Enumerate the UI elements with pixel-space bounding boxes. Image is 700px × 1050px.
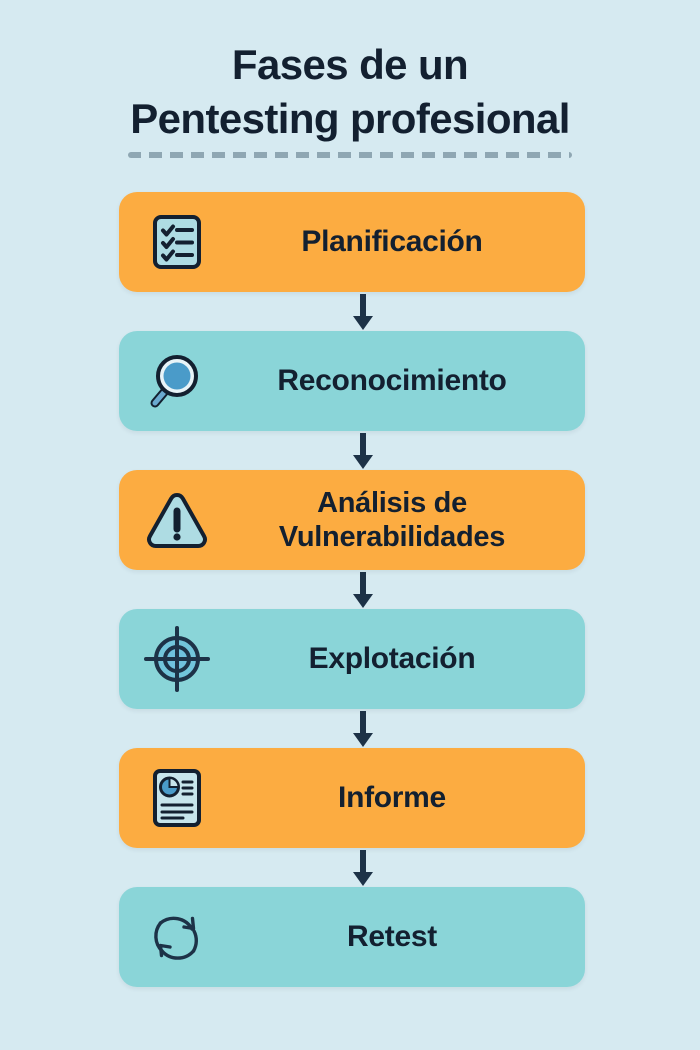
warning-triangle-icon bbox=[119, 470, 225, 570]
arrow-step4-to-step5 bbox=[352, 709, 374, 749]
step-label-planificacion: Planificación bbox=[301, 225, 483, 258]
checklist-clipboard-icon bbox=[119, 192, 225, 292]
refresh-cycle-icon bbox=[119, 887, 225, 987]
arrow-step1-to-step2 bbox=[352, 292, 374, 332]
step-card-reconocimiento[interactable]: Reconocimiento bbox=[119, 331, 585, 431]
crosshair-target-icon bbox=[119, 609, 225, 709]
page-title: Fases de un Pentesting profesional bbox=[0, 38, 700, 146]
arrow-step5-to-step6 bbox=[352, 848, 374, 888]
step-label-informe: Informe bbox=[338, 781, 446, 814]
title-line-1: Fases de un bbox=[231, 41, 469, 88]
phases-flow-list: Planificación Reconocimiento bbox=[119, 192, 585, 987]
step-label-explotacion: Explotación bbox=[308, 642, 476, 675]
arrow-step3-to-step4 bbox=[352, 570, 374, 610]
arrow-step2-to-step3 bbox=[352, 431, 374, 471]
title-line-2: Pentesting profesional bbox=[130, 95, 570, 142]
dashed-divider bbox=[128, 152, 572, 158]
step-card-informe[interactable]: Informe bbox=[119, 748, 585, 848]
step-card-retest[interactable]: Retest bbox=[119, 887, 585, 987]
step-label-reconocimiento: Reconocimiento bbox=[277, 364, 507, 397]
step-label-retest: Retest bbox=[347, 920, 437, 953]
report-document-icon bbox=[119, 748, 225, 848]
step-label-analisis-vulnerabilidades: Análisis de Vulnerabilidades bbox=[278, 487, 506, 553]
step-card-planificacion[interactable]: Planificación bbox=[119, 192, 585, 292]
step-card-explotacion[interactable]: Explotación bbox=[119, 609, 585, 709]
step-card-analisis-vulnerabilidades[interactable]: Análisis de Vulnerabilidades bbox=[119, 470, 585, 570]
magnifying-glass-icon bbox=[119, 331, 225, 431]
